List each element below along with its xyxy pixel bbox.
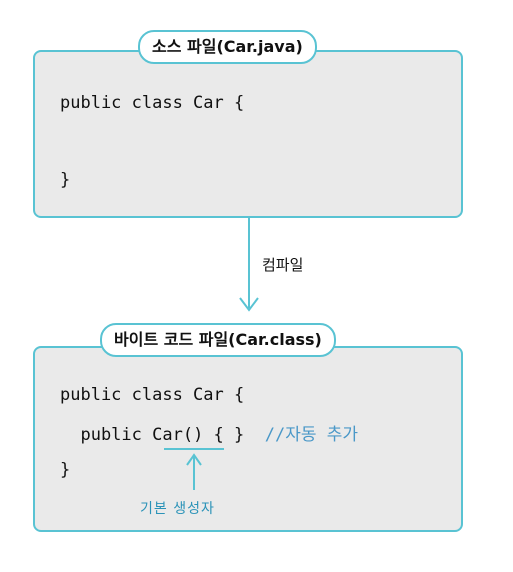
- bytecode-code-line-3: }: [60, 460, 71, 480]
- source-code-line-1: public class Car {: [60, 93, 245, 113]
- compile-label: 컴파일: [262, 256, 304, 274]
- default-constructor-label: 기본 생성자: [140, 501, 215, 517]
- constructor-code: Car(): [152, 425, 204, 445]
- bytecode-code-line-2: public Car() { } //자동 추가: [60, 424, 358, 446]
- bytecode-file-box: [33, 346, 463, 532]
- bytecode-code-line-1: public class Car {: [60, 385, 245, 405]
- source-file-title: 소스 파일(Car.java): [138, 30, 317, 64]
- code-public-keyword: public: [60, 425, 153, 445]
- constructor-underline: [164, 448, 224, 450]
- compile-arrow: [239, 218, 259, 312]
- constructor-up-arrow: [186, 453, 202, 490]
- source-code-line-2: }: [60, 170, 71, 190]
- auto-added-comment: //자동 추가: [264, 425, 358, 445]
- constructor-body: { }: [203, 425, 265, 445]
- source-file-box: [33, 50, 463, 218]
- bytecode-file-title: 바이트 코드 파일(Car.class): [100, 323, 336, 357]
